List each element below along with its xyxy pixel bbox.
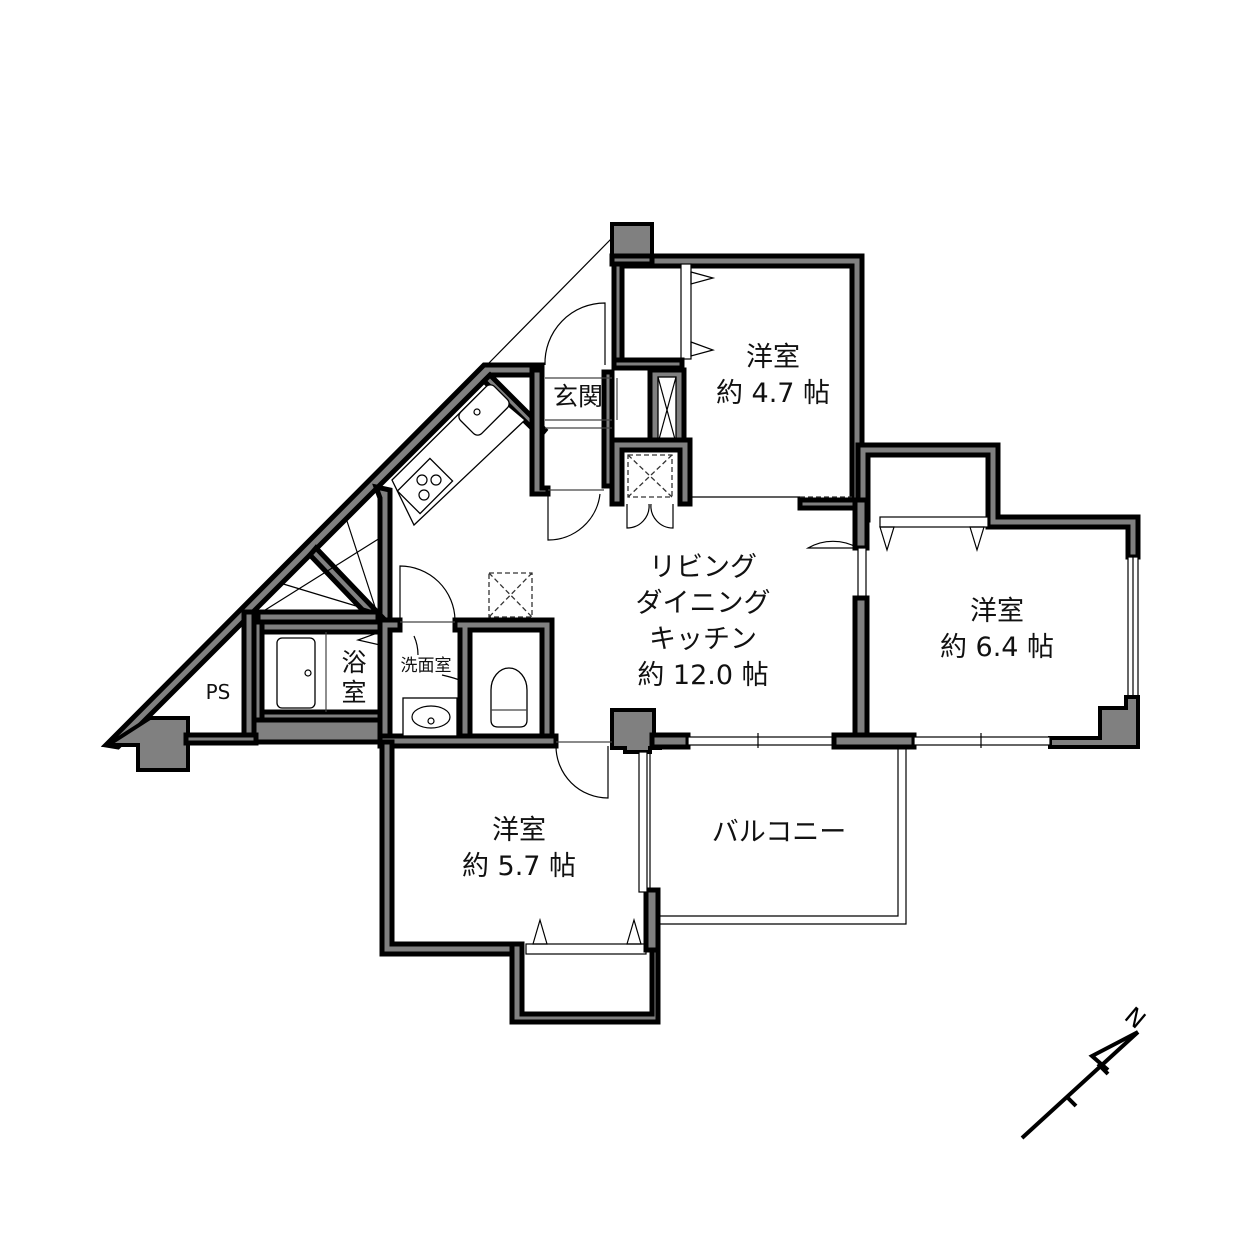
washbasin-icon (402, 697, 458, 737)
bathtub-icon (276, 637, 316, 709)
kitchen-sink-icon (458, 384, 510, 436)
structural-column-left (101, 716, 190, 772)
compass-icon (1020, 1030, 1140, 1140)
room-bathroom: 浴室 (341, 648, 367, 707)
room-name: 洋室 (491, 815, 546, 846)
pipe-space: PS (205, 680, 231, 704)
room-area: 約 6.4 帖 (939, 632, 1055, 663)
room-area: 約 12.0 帖 (637, 660, 769, 691)
room-washroom: 洗面室 (400, 656, 452, 676)
room-area: 約 4.7 帖 (715, 378, 831, 409)
room-western-5-7: 洋室 約 5.7 帖 (462, 813, 576, 885)
room-western-6-4: 洋室 約 6.4 帖 (940, 594, 1054, 666)
structural-column (610, 222, 654, 258)
ldk-line-living: リビング (649, 552, 757, 583)
stove-icon (396, 457, 454, 515)
room-name: 洋室 (969, 596, 1024, 627)
toilet-icon (490, 667, 528, 728)
room-entrance: 玄関 (552, 382, 604, 411)
ldk-line-dining: ダイニング (635, 588, 771, 619)
ldk-line-kitchen: キッチン (649, 624, 757, 655)
room-name: 洋室 (745, 342, 800, 373)
room-ldk: リビング ダイニング キッチン 約 12.0 帖 (636, 550, 771, 694)
room-area: 約 5.7 帖 (461, 851, 577, 882)
wall-room-6-4 (855, 442, 1141, 560)
room-western-4-7: 洋室 約 4.7 帖 (716, 340, 830, 412)
balcony: バルコニー (711, 817, 847, 848)
